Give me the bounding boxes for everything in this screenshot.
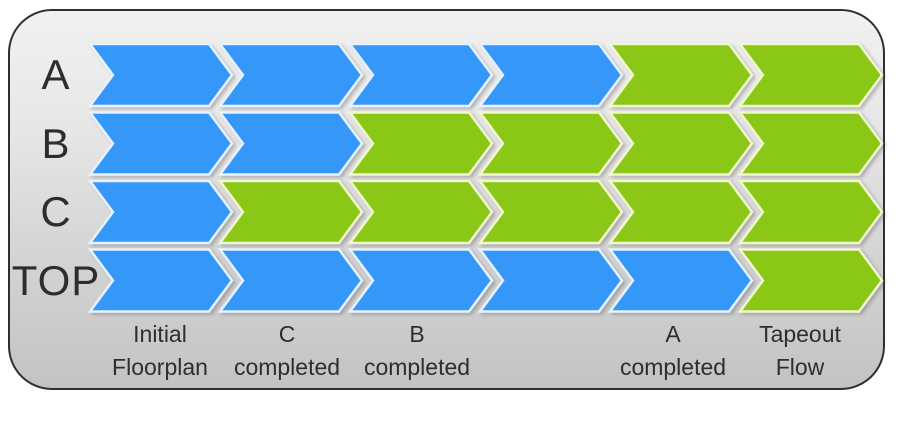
milestone-label-col3: B completed [363,321,471,380]
milestone-label-col6: Tapeout Flow [759,321,841,380]
row-label-a: A [41,51,71,98]
milestone-label-col2: C completed [233,321,341,380]
row-label-c: C [40,188,72,235]
milestone-label-col1: Initial Floorplan [112,321,208,380]
milestone-label-col5: A completed [619,321,727,380]
row-label-b: B [41,119,71,167]
row-label-top: TOP [11,256,101,304]
